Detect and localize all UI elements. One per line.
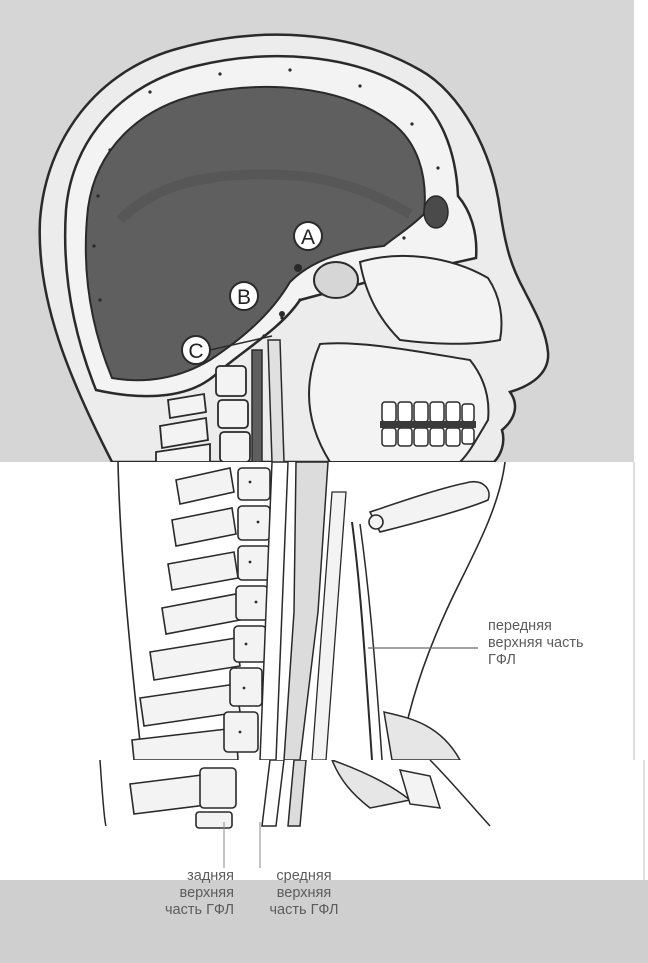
- posterior-label-line-1: задняя: [136, 868, 234, 885]
- middle-label-line-3: часть ГФЛ: [254, 902, 354, 919]
- sphenoid-sinus: [314, 262, 358, 298]
- svg-text:A: A: [301, 226, 315, 249]
- middle-label-line-2: верхняя: [254, 885, 354, 902]
- anterior-label: передняя верхняя часть ГФЛ: [488, 618, 584, 669]
- marker-c: C: [182, 336, 210, 364]
- lower-cervical-panel: [70, 760, 648, 880]
- svg-text:C: C: [188, 340, 203, 363]
- anterior-label-line-3: ГФЛ: [488, 652, 584, 669]
- middle-label: средняя верхняя часть ГФЛ: [254, 868, 354, 919]
- svg-text:B: B: [237, 286, 251, 309]
- head-sagittal-panel: A B C: [0, 0, 648, 462]
- cervical-spine-panel: [0, 462, 648, 760]
- marker-b: B: [230, 282, 258, 310]
- posterior-label-line-3: часть ГФЛ: [136, 902, 234, 919]
- frontal-sinus: [424, 196, 448, 228]
- middle-label-line-1: средняя: [254, 868, 354, 885]
- posterior-label: задняя верхняя часть ГФЛ: [136, 868, 234, 919]
- spinal-canal-top: [252, 350, 262, 462]
- anterior-label-line-2: верхняя часть: [488, 635, 584, 652]
- posterior-label-line-2: верхняя: [136, 885, 234, 902]
- marker-a: A: [294, 222, 322, 250]
- anterior-label-line-1: передняя: [488, 618, 584, 635]
